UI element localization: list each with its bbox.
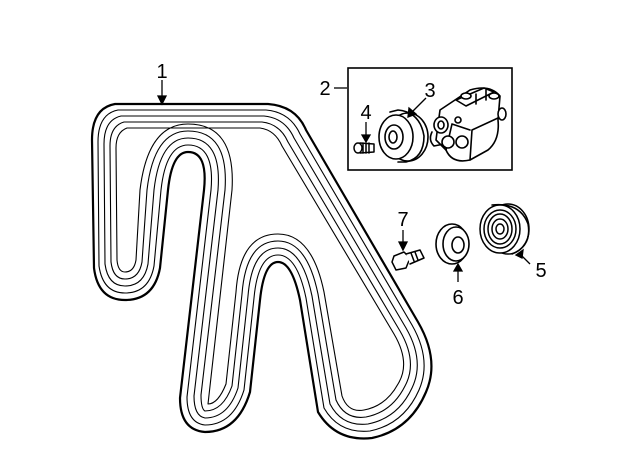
leader-lines: [156, 80, 531, 282]
pulley-bolt: [353, 142, 375, 154]
callout-belt: 1: [156, 61, 167, 83]
callout-idler-pulley: 3: [424, 80, 435, 102]
callout-washer: 6: [452, 287, 463, 309]
washer: [435, 223, 470, 265]
callout-pulley-bolt: 4: [360, 102, 371, 124]
callout-pulley: 5: [535, 260, 546, 282]
tensioner-assembly-box: [347, 67, 513, 171]
tensioner-body: [429, 87, 507, 162]
idler-pulley: [378, 109, 429, 163]
callout-stud-bolt: 7: [397, 209, 408, 231]
pulley: [479, 203, 530, 255]
callout-tensioner-assembly: 2: [319, 78, 330, 100]
stud-bolt: [391, 249, 425, 271]
serpentine-belt: [90, 102, 433, 440]
